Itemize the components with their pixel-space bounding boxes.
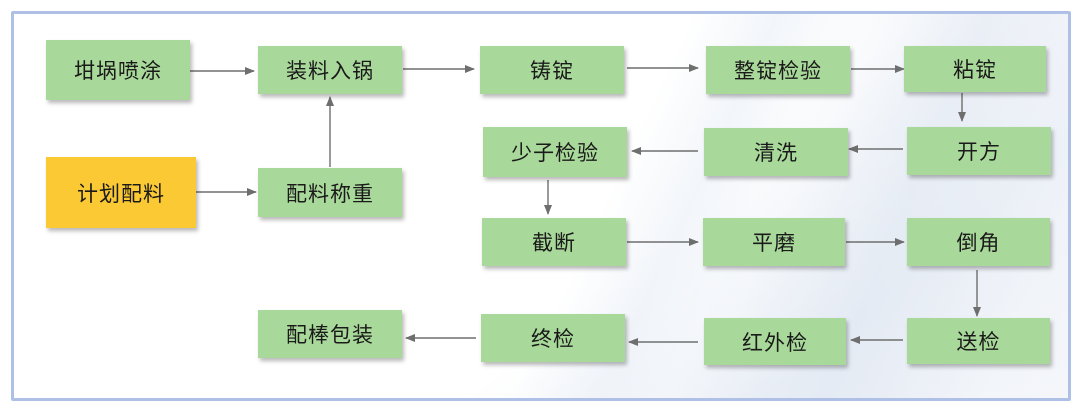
step-label: 红外检: [742, 330, 808, 355]
step-label: 配料称重: [286, 181, 374, 206]
step-label: 配棒包装: [286, 323, 374, 347]
step-squaring: 开方: [907, 127, 1051, 175]
step-label: 终检: [531, 327, 575, 351]
step-batch-weigh: 配料称重: [258, 168, 402, 217]
step-label: 粘锭: [953, 58, 997, 82]
step-grinding: 平磨: [703, 218, 845, 266]
step-ingot-inspect: 整锭检验: [706, 46, 850, 94]
step-cleaning: 清洗: [704, 128, 848, 176]
step-label: 送检: [956, 330, 1001, 354]
step-label: 少子检验: [511, 141, 599, 165]
step-load-crucible: 装料入锅: [258, 46, 402, 94]
step-chamfering: 倒角: [907, 218, 1050, 266]
step-casting: 铸锭: [480, 46, 624, 94]
step-crucible-spray: 坩埚喷涂: [46, 40, 190, 100]
step-cutting: 截断: [482, 218, 626, 266]
step-rod-packaging: 配棒包装: [258, 310, 402, 358]
step-minority-inspect: 少子检验: [483, 127, 627, 177]
step-label: 计划配料: [77, 181, 165, 206]
step-label: 清洗: [754, 141, 798, 165]
step-label: 倒角: [956, 231, 1001, 255]
step-bonding: 粘锭: [904, 46, 1046, 92]
step-label: 整锭检验: [734, 59, 822, 83]
step-plan-batch: 计划配料: [46, 157, 196, 228]
step-send-inspect: 送检: [907, 318, 1050, 364]
step-label: 截断: [532, 231, 576, 255]
step-label: 铸锭: [530, 59, 574, 83]
step-final-inspect: 终检: [481, 314, 625, 362]
step-label: 装料入锅: [286, 59, 374, 83]
step-label: 坩埚喷涂: [74, 59, 162, 83]
step-label: 平磨: [752, 231, 796, 255]
step-label: 开方: [957, 140, 1001, 164]
step-infrared-inspect: 红外检: [704, 318, 846, 365]
